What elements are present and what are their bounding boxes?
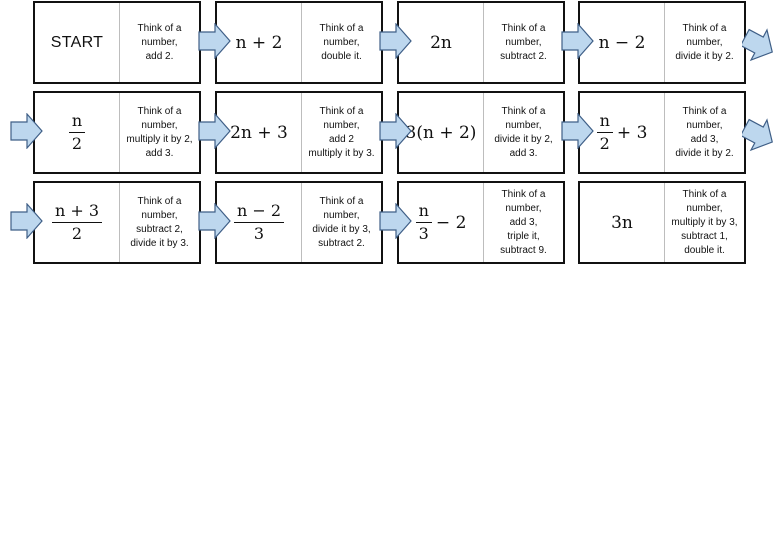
card-instruction: Think of a number, divide it by 2. — [675, 22, 734, 62]
card-expression: n + 3 2 — [51, 202, 103, 243]
card-expression-suffix: + 3 — [616, 122, 648, 143]
card-expression: n 2 — [596, 112, 613, 153]
card-divider — [483, 183, 484, 262]
card-expression: 3(n + 2) — [405, 122, 477, 143]
card-3-n-plus-2: 3(n + 2) Think of a number, divide it by… — [397, 91, 565, 174]
arrow-right-icon — [198, 203, 232, 239]
card-instruction: Think of a number, divide it by 2, add 3… — [494, 105, 553, 159]
arrow-right-icon — [561, 113, 595, 149]
card-divider — [483, 3, 484, 82]
card-expression: 2n + 3 — [230, 122, 288, 143]
card-instruction: Think of a number, multiply it by 3, sub… — [671, 188, 738, 256]
card-expression: n 2 — [68, 112, 86, 153]
card-expression: 3n — [611, 212, 633, 233]
card-divider — [664, 3, 665, 82]
card-divider — [301, 93, 302, 172]
card-instruction: Think of a number, add 2 multiply it by … — [308, 105, 375, 159]
card-n-over-2: n 2 Think of a number, multiply it by 2,… — [33, 91, 201, 174]
card-instruction: Think of a number, divide it by 3, subtr… — [312, 195, 371, 249]
card-n-plus-3-over-2: n + 3 2 Think of a number, subtract 2, d… — [33, 181, 201, 264]
arrow-right-icon — [10, 203, 44, 239]
card-instruction: Think of a number, add 2. — [137, 22, 182, 62]
card-n-plus-2: n + 2 Think of a number, double it. — [215, 1, 383, 84]
card-divider — [664, 93, 665, 172]
card-instruction: Think of a number, add 3, triple it, sub… — [500, 188, 547, 256]
card-n-over-3-minus-2: n 3 − 2 Think of a number, add 3, triple… — [397, 181, 565, 264]
card-expression: 2n — [430, 32, 452, 53]
card-expression: n + 2 — [235, 32, 283, 53]
card-instruction: Think of a number, double it. — [319, 22, 364, 62]
card-instruction: Think of a number, multiply it by 2, add… — [126, 105, 193, 159]
arrow-right-icon — [561, 23, 595, 59]
arrow-right-icon — [198, 23, 232, 59]
card-instruction: Think of a number, add 3, divide it by 2… — [675, 105, 734, 159]
card-2n: 2n Think of a number, subtract 2. — [397, 1, 565, 84]
arrow-right-icon — [379, 23, 413, 59]
arrow-right-icon — [742, 117, 776, 153]
arrow-right-icon — [379, 113, 413, 149]
card-divider — [301, 183, 302, 262]
card-expression: n 3 — [415, 202, 432, 243]
card-n-over-2-plus-3: n 2 + 3 Think of a number, add 3, divide… — [578, 91, 746, 174]
card-divider — [119, 93, 120, 172]
card-2n-plus-3: 2n + 3 Think of a number, add 2 multiply… — [215, 91, 383, 174]
arrow-right-icon — [742, 27, 776, 63]
arrow-right-icon — [10, 113, 44, 149]
card-divider — [119, 3, 120, 82]
card-3n: 3n Think of a number, multiply it by 3, … — [578, 181, 746, 264]
card-expression: n − 2 — [598, 32, 646, 53]
card-expression: n − 2 3 — [233, 202, 285, 243]
arrow-right-icon — [198, 113, 232, 149]
card-n-minus-2-over-3: n − 2 3 Think of a number, divide it by … — [215, 181, 383, 264]
card-divider — [301, 3, 302, 82]
card-instruction: Think of a number, subtract 2. — [500, 22, 547, 62]
card-expression-suffix: − 2 — [435, 212, 467, 233]
start-label: START — [50, 33, 104, 51]
card-start: START Think of a number, add 2. — [33, 1, 201, 84]
card-instruction: Think of a number, subtract 2, divide it… — [130, 195, 189, 249]
arrow-right-icon — [379, 203, 413, 239]
card-n-minus-2: n − 2 Think of a number, divide it by 2. — [578, 1, 746, 84]
card-divider — [483, 93, 484, 172]
card-divider — [664, 183, 665, 262]
card-divider — [119, 183, 120, 262]
